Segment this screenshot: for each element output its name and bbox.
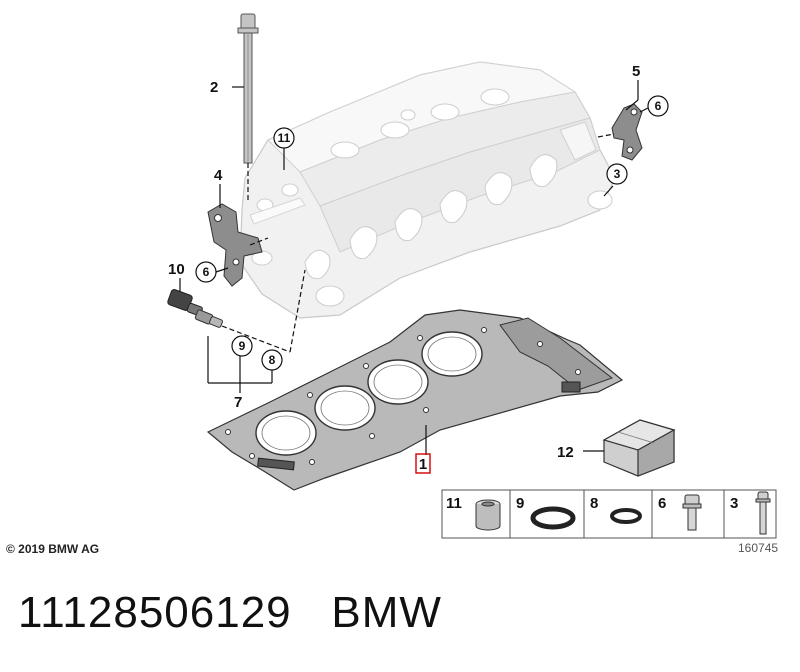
callout-circle-8 xyxy=(261,349,283,371)
brand-name: BMW xyxy=(331,588,442,637)
bolt-short-icon xyxy=(682,494,702,531)
callout-4: 4 xyxy=(214,167,223,184)
callout-11: 11 xyxy=(278,131,291,145)
callout-circle-3 xyxy=(606,163,628,185)
part-number: 11128506129 xyxy=(18,588,292,637)
bracket-left xyxy=(207,203,269,287)
callout-circle-11 xyxy=(273,127,295,149)
callout-5: 5 xyxy=(632,63,640,80)
plug xyxy=(194,269,306,353)
callout-6-right: 6 xyxy=(655,99,662,113)
legend-number-9: 9 xyxy=(516,495,524,512)
callout-3: 3 xyxy=(614,167,621,181)
callout-1: 1 xyxy=(419,456,427,473)
callout-circle-6-right xyxy=(647,95,669,117)
legend-number-3: 3 xyxy=(730,495,738,512)
callout-9: 9 xyxy=(239,339,246,353)
o-ring-large-icon xyxy=(530,506,576,530)
o-ring-small-icon xyxy=(610,508,642,524)
legend-number-8: 8 xyxy=(590,495,598,512)
head-bolt xyxy=(237,13,259,200)
legend-number-6: 6 xyxy=(658,495,666,512)
bracket-right xyxy=(597,103,643,161)
gasket-set-box xyxy=(602,419,676,477)
callout-circle-6-left xyxy=(195,261,217,283)
legend-number-11: 11 xyxy=(446,495,462,512)
callout-circle-9 xyxy=(231,335,253,357)
callout-2: 2 xyxy=(210,79,218,96)
callout-6-left: 6 xyxy=(203,265,210,279)
copyright-text: © 2019 BMW AG xyxy=(6,542,100,556)
part-footer: 11128506129 BMW xyxy=(18,588,442,638)
parts-legend: 11 9 8 6 3 xyxy=(441,489,777,539)
cylinder-head xyxy=(239,61,616,319)
bolt-long-icon xyxy=(755,491,771,535)
callout-8: 8 xyxy=(269,353,276,367)
callout-1-highlight xyxy=(415,453,431,474)
callout-10: 10 xyxy=(168,261,185,278)
sleeve-icon xyxy=(475,499,501,531)
callout-12: 12 xyxy=(557,444,574,461)
head-gasket xyxy=(206,309,624,491)
drawing-number: 160745 xyxy=(738,541,779,555)
callout-7: 7 xyxy=(234,394,242,411)
